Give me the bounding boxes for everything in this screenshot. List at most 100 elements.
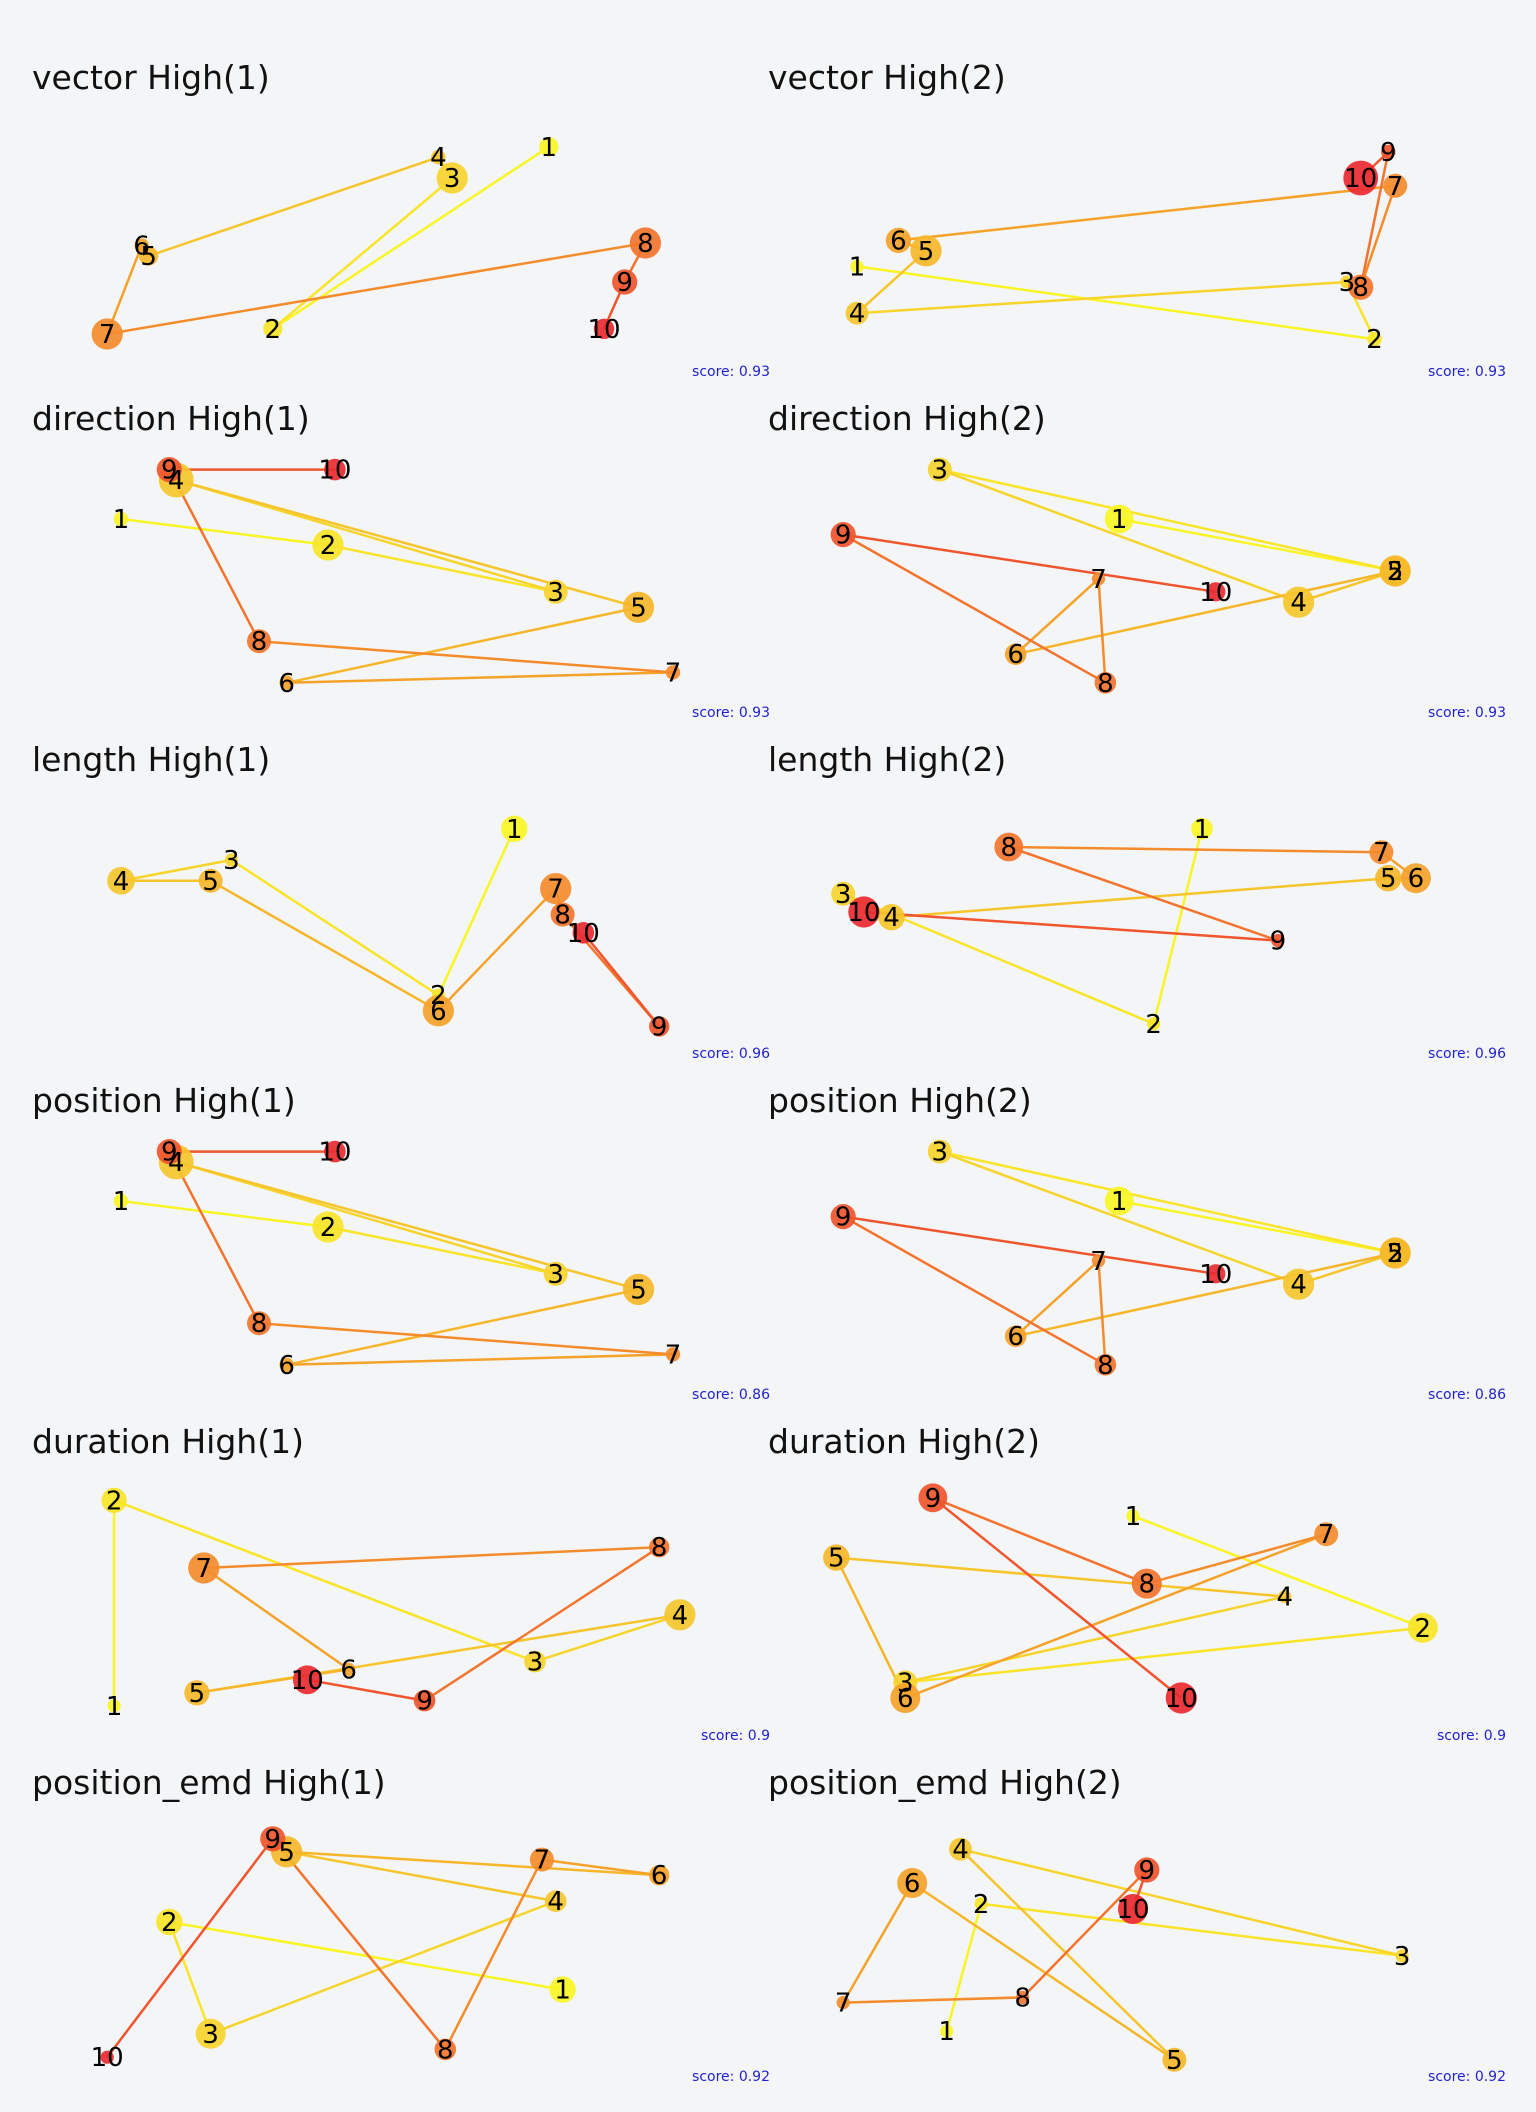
node-label: 4 <box>547 1887 564 1917</box>
path-segment <box>286 1850 660 1877</box>
path-segment <box>1298 1251 1396 1286</box>
node-marker <box>247 1311 271 1336</box>
node-label: 8 <box>637 229 654 259</box>
node-marker <box>885 227 911 253</box>
node-label: 5 <box>630 593 647 623</box>
node-marker <box>927 1139 952 1164</box>
node-label: 9 <box>835 521 852 551</box>
node-marker <box>431 150 446 165</box>
node-marker <box>134 238 149 253</box>
node-label: 6 <box>1007 1322 1024 1352</box>
node-marker <box>1271 934 1285 948</box>
node-label: 1 <box>1111 1187 1128 1217</box>
node-label: 6 <box>890 226 907 256</box>
node-label: 4 <box>1290 588 1307 618</box>
node-marker <box>198 868 223 893</box>
path-segment <box>904 1533 1327 1700</box>
node-marker <box>550 902 575 927</box>
node-marker <box>927 457 952 482</box>
path-segment <box>1015 569 1396 656</box>
node-label: 8 <box>1352 273 1369 303</box>
node-label: 9 <box>161 456 178 486</box>
node-label: 1 <box>1111 505 1128 535</box>
path-segment <box>168 1921 212 2035</box>
node-label: 2 <box>1387 1239 1404 1269</box>
path-segment <box>210 1900 557 2035</box>
node-label: 4 <box>849 299 866 329</box>
path-segment <box>905 1626 1423 1684</box>
panel-title: length High(2) <box>768 740 1007 779</box>
path-segment <box>1097 1260 1107 1365</box>
node-label: 4 <box>168 466 185 496</box>
node-marker <box>544 1890 567 1912</box>
node-label: 3 <box>547 1260 564 1290</box>
path-segment <box>1097 578 1107 683</box>
path-segment <box>286 1288 639 1367</box>
node-marker <box>107 867 135 895</box>
node-label: 2 <box>430 981 447 1011</box>
node-label: 9 <box>265 1825 282 1855</box>
path-segment <box>1146 1532 1327 1585</box>
node-marker <box>622 591 655 623</box>
node-marker <box>918 1483 948 1513</box>
node-marker <box>1131 1568 1162 1599</box>
path-segment <box>842 1882 914 2004</box>
path-segment <box>272 145 550 330</box>
path-segment <box>843 1996 1023 2004</box>
panel-title: position High(2) <box>768 1081 1032 1120</box>
node-label: 1 <box>113 505 130 535</box>
path-segment <box>1118 1199 1396 1255</box>
node-marker <box>1375 865 1402 892</box>
path-segment <box>1014 1259 1100 1338</box>
node-label: 3 <box>444 164 461 194</box>
node-marker <box>292 1665 322 1695</box>
node-marker <box>312 529 344 561</box>
path-segment <box>1008 845 1279 942</box>
node-marker <box>664 1599 696 1631</box>
path-segment <box>271 1838 447 2051</box>
node-marker <box>974 1897 988 1911</box>
node-label: 7 <box>835 1989 852 2019</box>
node-label: 6 <box>133 232 150 262</box>
path-segment <box>113 1499 536 1663</box>
node-label: 10 <box>1199 1260 1232 1290</box>
node-label: 3 <box>835 880 852 910</box>
node-marker <box>195 2018 226 2049</box>
path-segment <box>960 1847 1403 1958</box>
node-label: 6 <box>278 669 295 699</box>
panel-title: direction High(2) <box>768 399 1046 438</box>
node-marker <box>188 1552 220 1584</box>
path-segment <box>1008 845 1382 854</box>
path-segment <box>891 876 1389 919</box>
path-segment <box>911 1881 1176 2061</box>
node-marker <box>224 853 238 867</box>
node-label: 9 <box>1270 927 1287 957</box>
score-label: score: 0.9 <box>1436 1728 1506 1744</box>
panel-title: position_emd High(1) <box>32 1763 386 1802</box>
path-segment <box>175 1160 639 1291</box>
node-label: 10 <box>847 898 880 928</box>
node-label: 4 <box>168 1148 185 1178</box>
node-marker <box>422 995 454 1027</box>
path-segment <box>258 639 674 674</box>
path-segment <box>1021 1869 1148 1999</box>
node-marker <box>184 1680 210 1706</box>
path-segment <box>843 533 1216 594</box>
node-marker <box>1091 1254 1106 1268</box>
path-segment <box>120 517 329 547</box>
node-label: 10 <box>1344 164 1377 194</box>
node-marker <box>413 1689 436 1712</box>
node-marker <box>848 896 880 928</box>
node-marker <box>1004 643 1027 665</box>
path-segment <box>437 828 516 996</box>
panel-title: direction High(1) <box>32 399 310 438</box>
path-segment <box>327 1225 556 1276</box>
score-label: score: 0.9 <box>700 1728 770 1744</box>
